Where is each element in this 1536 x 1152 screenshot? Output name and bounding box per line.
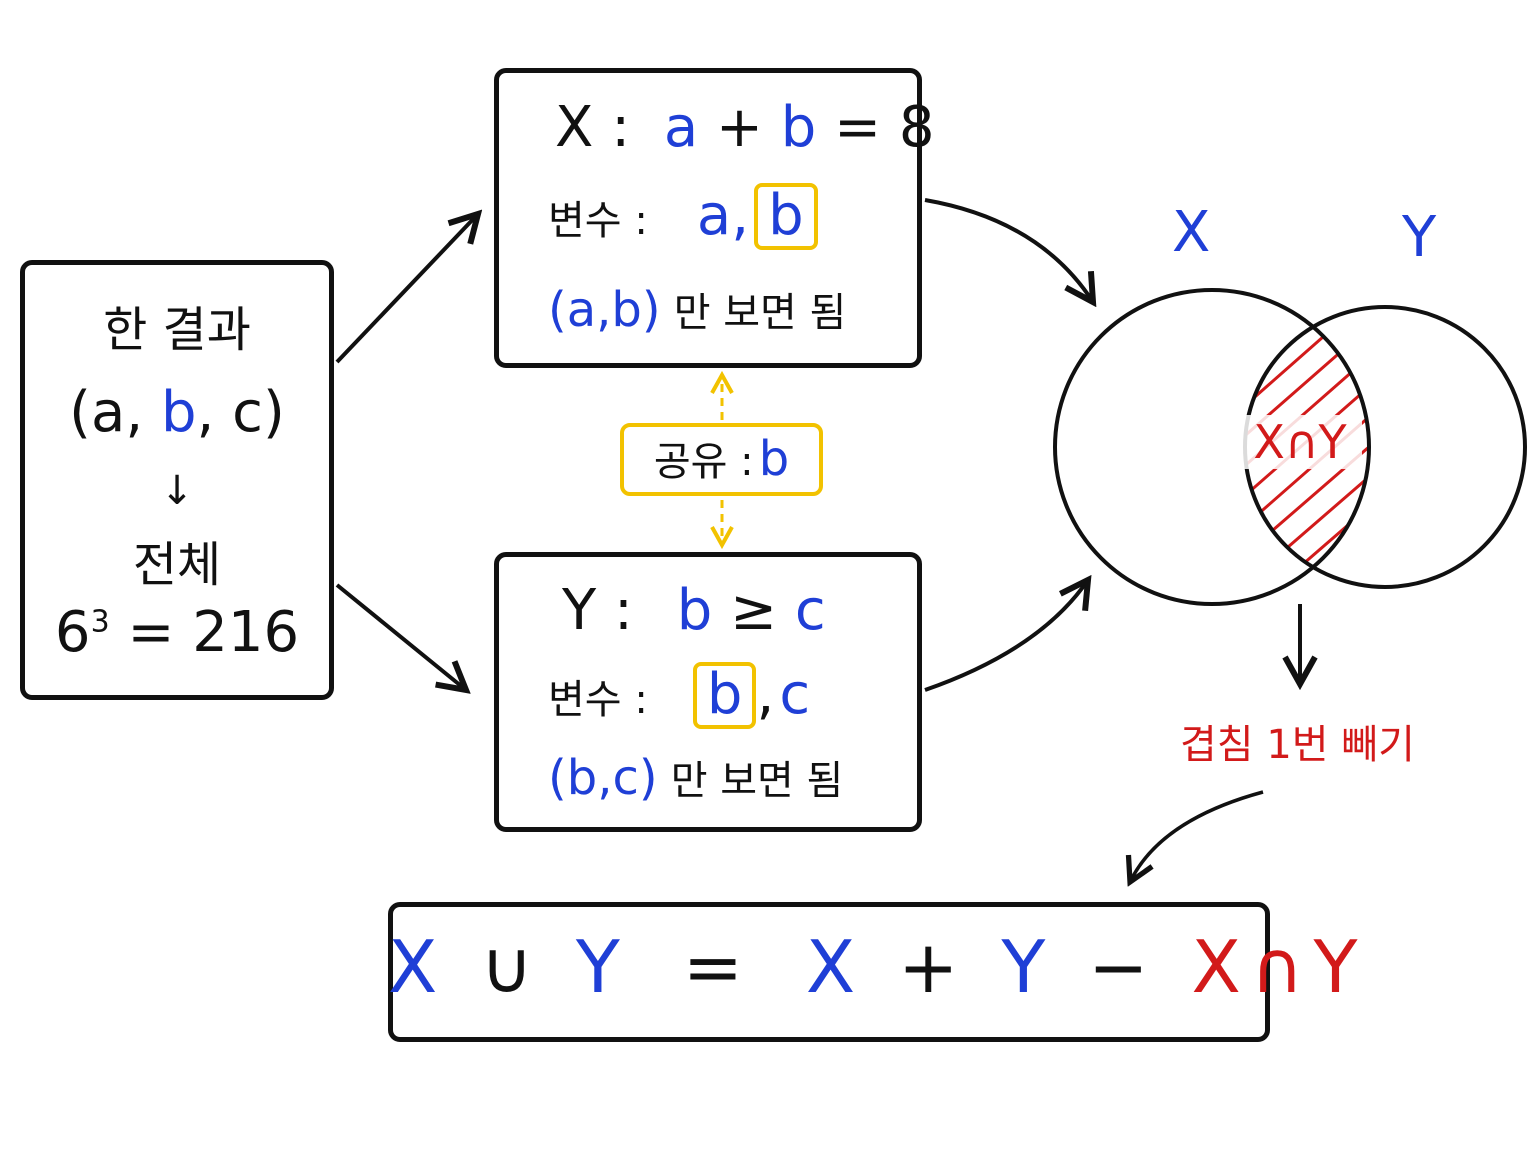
x-var-b-shared: b: [754, 183, 818, 250]
arrow-y-to-venn: [924, 580, 1088, 692]
y-pair-note: 만 보면 됨: [670, 758, 844, 804]
venn-label-x: X: [1172, 200, 1211, 265]
x-pair-b: b: [611, 282, 642, 338]
y-pair-sep: ,: [597, 750, 613, 806]
eq-x-rest: = 8: [834, 95, 935, 160]
x-pair-sep: ,: [596, 282, 612, 338]
tuple-a: a: [91, 380, 126, 445]
x-vars-label: 변수 :: [548, 198, 648, 244]
event-x-colon: :: [611, 95, 631, 160]
formula-lhs-y: Y: [575, 925, 630, 1009]
x-pair-note: 만 보면 됨: [673, 290, 847, 336]
x-pair-open: (: [548, 282, 567, 338]
x-pair-a: a: [566, 282, 597, 338]
outcome-box: [20, 260, 334, 700]
formula-rhs-x: X: [805, 925, 866, 1009]
y-pair-c: c: [612, 750, 639, 806]
formula-box: [388, 902, 1270, 1042]
event-x-equation: X : a + b = 8: [555, 95, 934, 160]
inclusion-exclusion-formula: X ∪ Y = X + Y − X∩Y: [388, 925, 1357, 1009]
outcome-tuple: (a, b, c): [20, 380, 334, 445]
formula-equals: =: [682, 925, 754, 1009]
y-vars-label: 변수 :: [548, 677, 648, 723]
venn-circle-x: [1053, 288, 1371, 606]
outcome-down-arrow: ↓: [160, 468, 194, 514]
y-var-sep: ,: [756, 662, 775, 727]
tuple-c: c: [232, 380, 263, 445]
formula-plus: +: [898, 925, 969, 1009]
y-var-c: c: [779, 662, 811, 727]
tuple-sep-1: ,: [125, 380, 144, 445]
tuple-sep-2: ,: [196, 380, 215, 445]
formula-rhs-y: Y: [1001, 925, 1056, 1009]
formula-lhs-x: X: [388, 925, 448, 1009]
outcome-title: 한 결과: [103, 302, 251, 358]
total-count: 63 = 216: [20, 600, 334, 665]
tuple-close: ): [262, 380, 285, 445]
venn-label-y: Y: [1402, 205, 1437, 270]
total-base: 6: [54, 600, 91, 665]
overlap-note: 겹침 1번 빼기: [1180, 722, 1415, 768]
y-pair-open: (: [548, 750, 567, 806]
total-label: 전체: [132, 537, 222, 593]
x-pair-close: ): [641, 282, 661, 338]
formula-intersection: X∩Y: [1191, 925, 1368, 1009]
eq-y-b: b: [676, 578, 713, 643]
event-y-equation: Y : b ≥ c: [562, 578, 826, 643]
x-pair-note-row: (a,b) 만 보면 됨: [548, 280, 846, 338]
x-vars-row: 변수 : a, b: [548, 183, 818, 250]
event-y-label: Y: [562, 578, 597, 643]
y-pair: (b,c): [548, 750, 658, 806]
event-x-box: [494, 68, 922, 368]
formula-minus: −: [1088, 925, 1159, 1009]
eq-y-ge: ≥: [730, 578, 777, 643]
total-rest: = 216: [127, 600, 300, 665]
y-var-b-shared: b: [692, 662, 757, 729]
venn-intersection-label: X∩Y: [1238, 415, 1362, 469]
eq-x-b: b: [780, 95, 817, 160]
tuple-b: b: [160, 380, 197, 445]
shared-label: 공유 :: [653, 439, 754, 485]
arrow-x-to-venn: [924, 198, 1093, 302]
arrow-to-x-box: [335, 214, 478, 364]
shared-badge: 공유 : b: [620, 423, 823, 496]
eq-x-plus: +: [716, 95, 763, 160]
arrow-note-to-formula: [1130, 790, 1264, 882]
event-y-box: [494, 552, 922, 832]
x-var-a: a,: [696, 183, 750, 248]
shared-value: b: [758, 431, 790, 487]
y-pair-b: b: [566, 750, 598, 806]
eq-y-c: c: [794, 578, 826, 643]
y-pair-close: ): [638, 750, 658, 806]
y-vars-row: 변수 : b, c: [548, 662, 810, 729]
eq-x-a: a: [663, 95, 699, 160]
event-y-colon: :: [614, 578, 633, 643]
formula-union: ∪: [480, 925, 543, 1009]
y-pair-note-row: (b,c) 만 보면 됨: [548, 748, 843, 806]
tuple-open: (: [69, 380, 92, 445]
x-pair: (a,b): [548, 282, 661, 338]
total-exponent: 3: [90, 604, 110, 640]
event-x-label: X: [555, 95, 594, 160]
arrow-to-y-box: [335, 583, 466, 690]
